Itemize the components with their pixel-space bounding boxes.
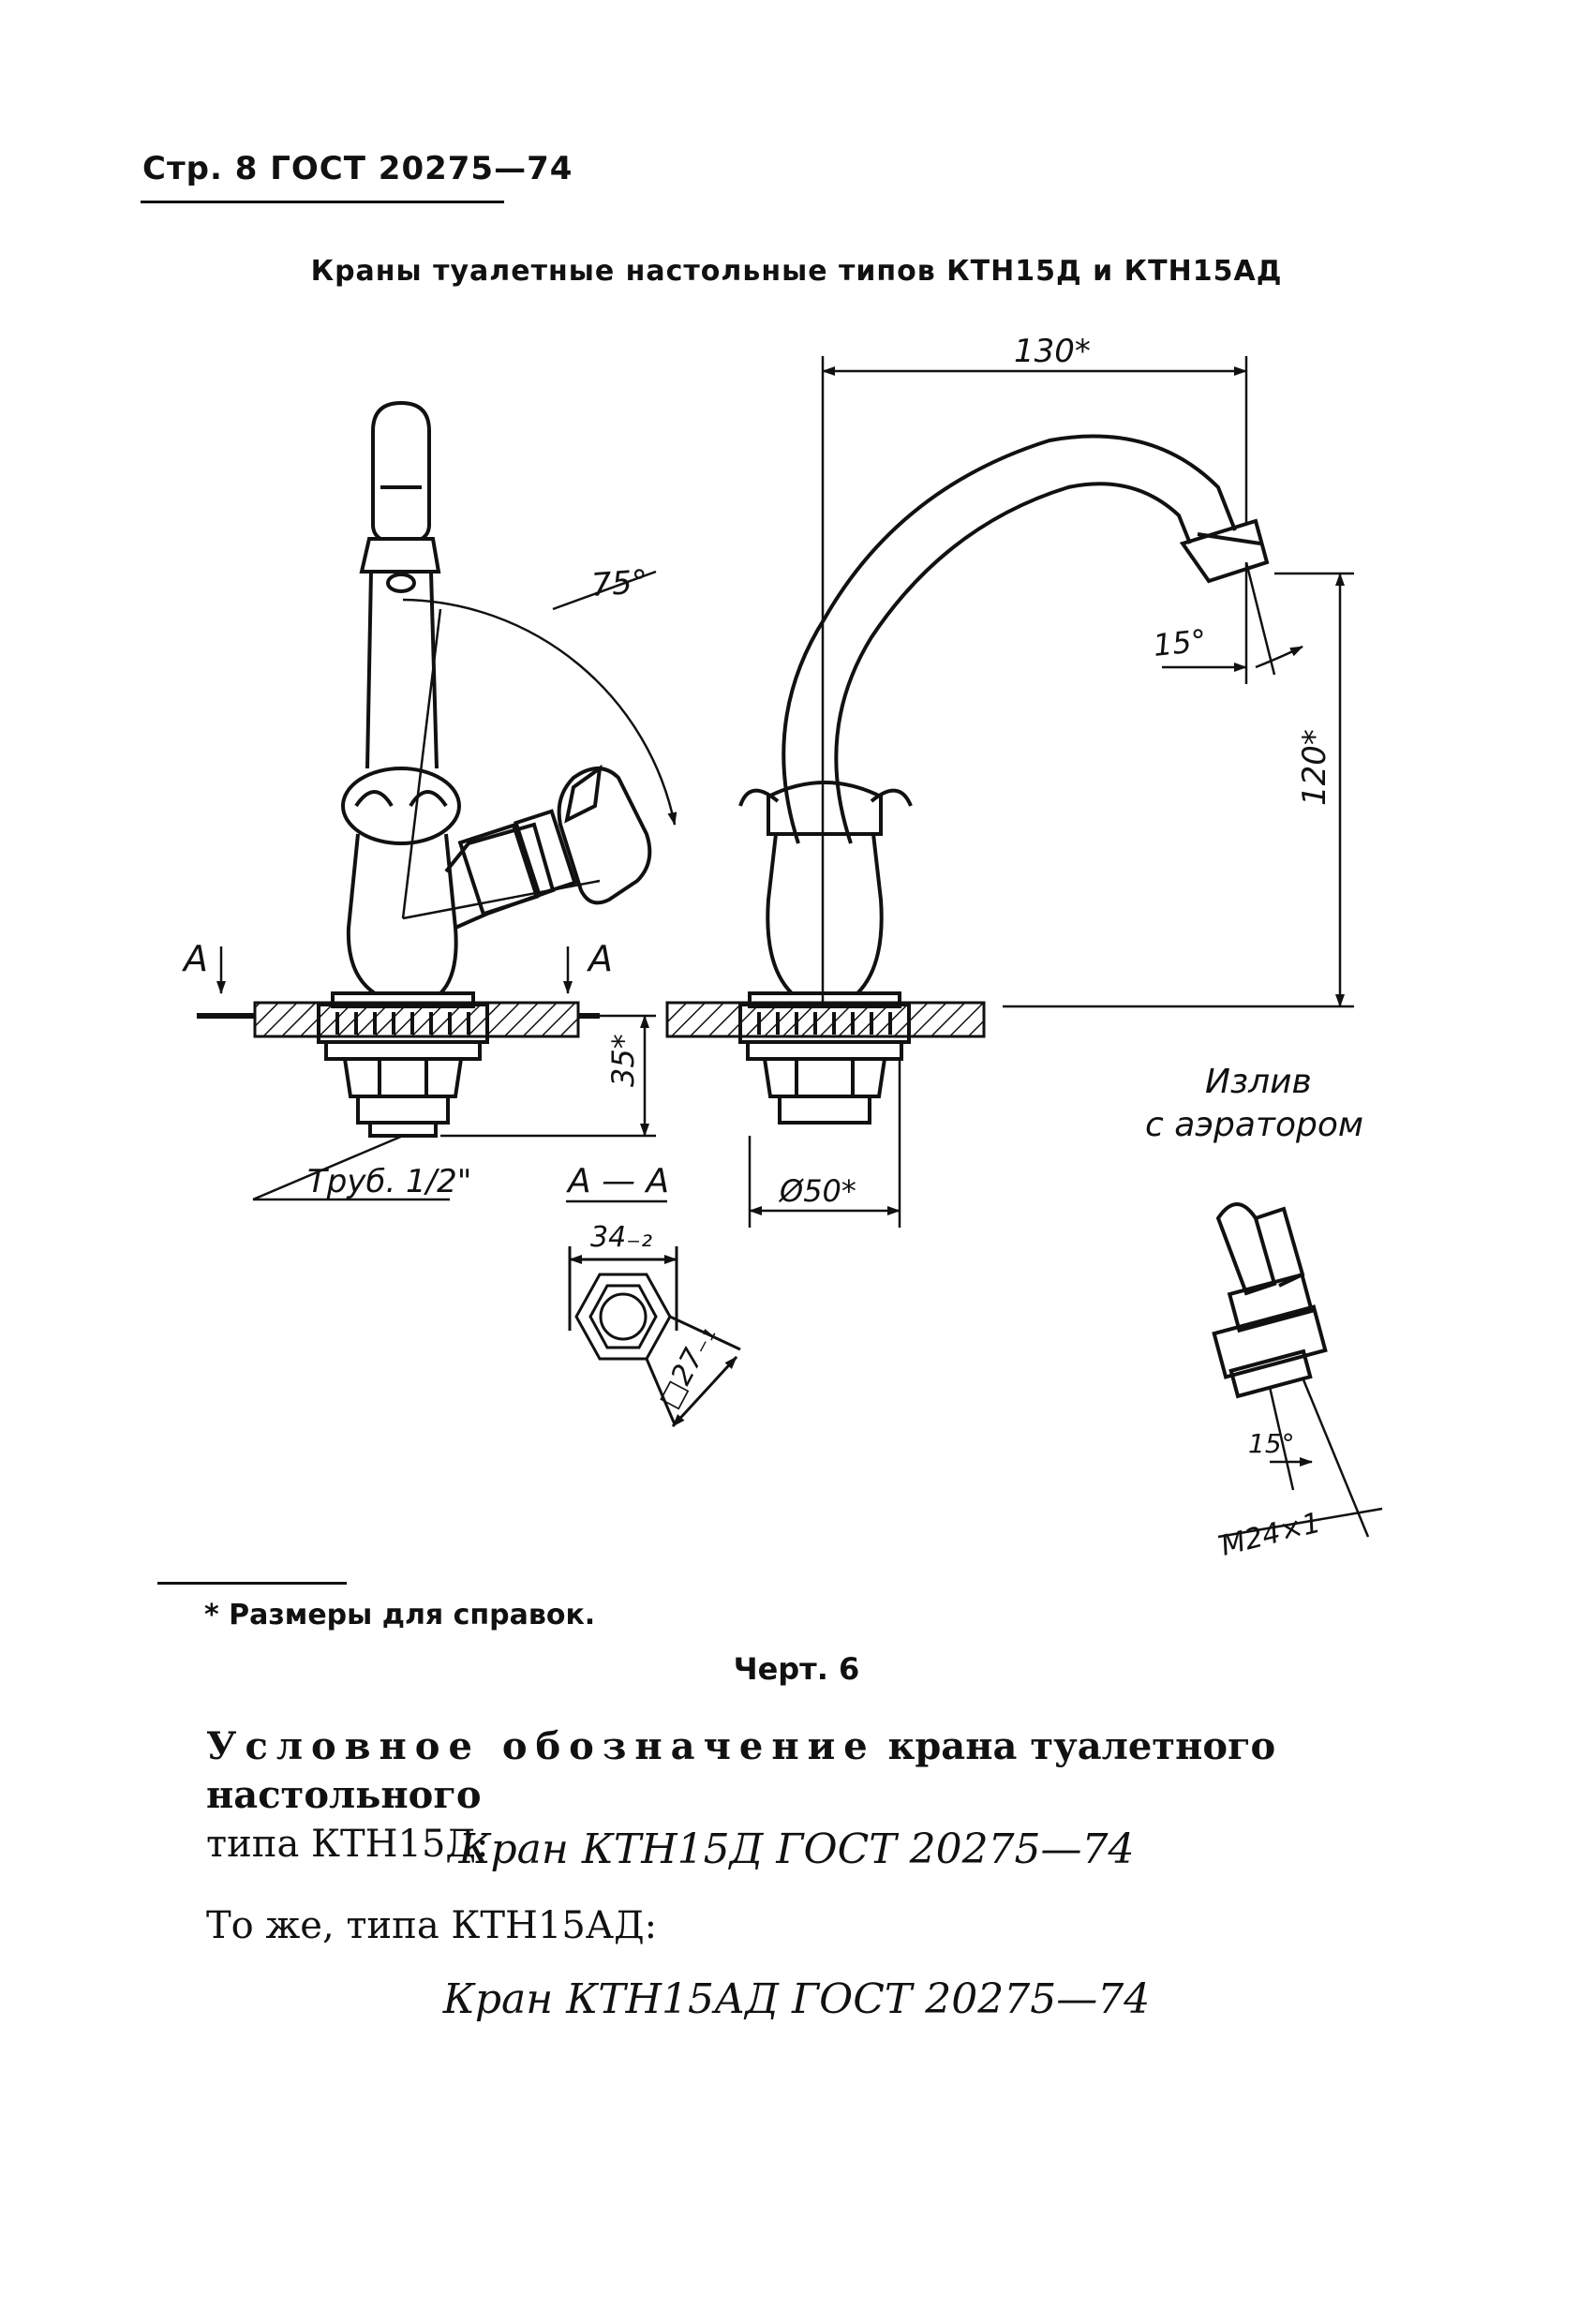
section-title: А — А xyxy=(566,1162,669,1200)
dim-angle-75: 75° xyxy=(590,563,649,604)
dim-angle-15b: 15° xyxy=(1248,1428,1295,1459)
aerator-detail xyxy=(1212,1202,1383,1539)
drawing-labels: 75° 130* 15° 120* А А 35* Труб. 1/2" А —… xyxy=(181,333,1363,1563)
dim-dia-50: Ø50* xyxy=(778,1173,856,1209)
page-header: Стр. 8 ГОСТ 20275—74 xyxy=(142,150,573,187)
paragraph-continuation: типа КТН15Д: xyxy=(206,1823,489,1866)
faucet-right-view xyxy=(738,434,1270,1125)
designation-ktn15ad: Кран КТН15АД ГОСТ 20275—74 xyxy=(442,1975,1151,2023)
section-mark-right: А xyxy=(586,938,613,979)
footnote: * Размеры для справок. xyxy=(204,1599,596,1631)
dim-depth-35: 35* xyxy=(605,1034,641,1087)
paragraph-rest: крана туалетного настольного xyxy=(206,1724,1276,1817)
dim-size-34: 34₋₂ xyxy=(590,1221,652,1254)
figure-caption: Черт. 6 xyxy=(733,1651,860,1687)
header-rule xyxy=(141,201,504,203)
pipe-label: Труб. 1/2" xyxy=(307,1163,471,1200)
paragraph-lead: Условное обозначение xyxy=(206,1724,876,1768)
section-mark-left: А xyxy=(181,938,208,979)
dim-height-120: 120* xyxy=(1296,729,1333,806)
dim-thread: М24×1 xyxy=(1217,1507,1324,1563)
drawing-title: Краны туалетные настольные типов КТН15Д … xyxy=(310,255,1283,288)
dim-size-27: □27₋₁ xyxy=(652,1320,722,1414)
aerator-label-line1: Излив xyxy=(1205,1063,1312,1101)
paragraph-designation: Условное обозначение крана туалетного на… xyxy=(206,1722,1452,1869)
dim-width-130: 130* xyxy=(1014,333,1091,370)
technical-drawing: 75° 130* 15° 120* А А 35* Труб. 1/2" А —… xyxy=(181,333,1383,1563)
dimension-lines xyxy=(216,356,1354,1228)
aerator-label-line2: с аэратором xyxy=(1145,1106,1363,1144)
dim-angle-15: 15° xyxy=(1152,622,1208,663)
footnote-rule xyxy=(157,1582,347,1585)
section-aa xyxy=(568,1246,741,1428)
paragraph-same-type: То же, типа КТН15АД: xyxy=(206,1904,658,1947)
designation-ktn15d: Кран КТН15Д ГОСТ 20275—74 xyxy=(458,1825,1135,1873)
